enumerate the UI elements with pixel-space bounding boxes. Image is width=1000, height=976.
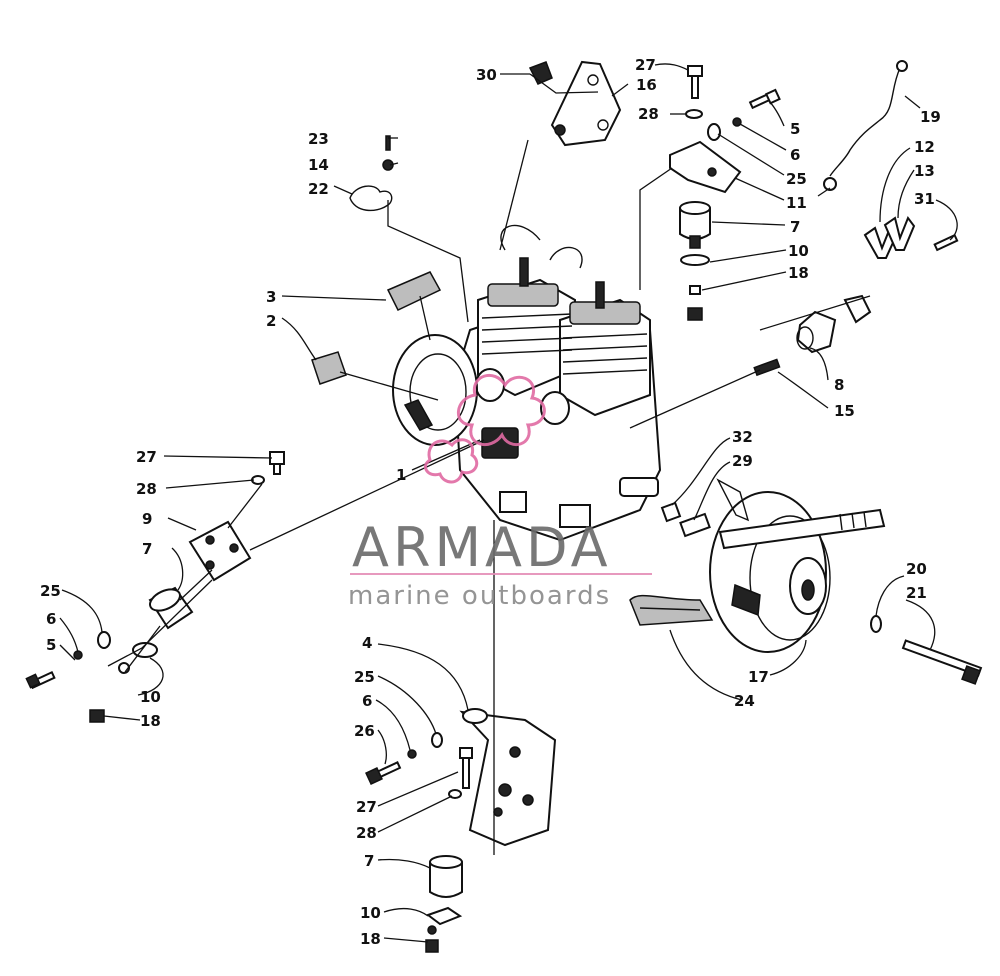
- callout-3: 3: [266, 288, 276, 306]
- part-20-washer: [870, 615, 882, 633]
- callout-26: 26: [354, 722, 375, 740]
- callout-21: 21: [906, 584, 927, 602]
- part-32-spacer: [660, 501, 682, 523]
- callout-19: 19: [920, 108, 941, 126]
- callout-5: 5: [46, 636, 56, 654]
- callout-31: 31: [914, 190, 935, 208]
- callout-25: 25: [354, 668, 375, 686]
- part-18-nut-top: [687, 285, 703, 321]
- callout-10: 10: [140, 688, 161, 706]
- callout-16: 16: [636, 76, 657, 94]
- callout-27: 27: [136, 448, 157, 466]
- part-6-lockwasher-left: [73, 650, 83, 660]
- callout-28: 28: [638, 105, 659, 123]
- callout-17: 17: [748, 668, 769, 686]
- part-29-bushing: [679, 512, 711, 538]
- callout-27: 27: [356, 798, 377, 816]
- armada-watermark: ARMADA marine outboards: [348, 374, 652, 611]
- watermark-name: ARMADA: [352, 516, 612, 579]
- part-30-clip: [528, 61, 553, 85]
- part-22-clamp: [349, 185, 393, 212]
- callout-1: 1: [396, 466, 406, 484]
- part-6-lockwasher-top: [732, 117, 742, 127]
- callout-10: 10: [360, 904, 381, 922]
- callout-8: 8: [834, 376, 844, 394]
- part-8-coupler: [796, 294, 872, 354]
- part-18-nut-left: [89, 662, 130, 723]
- callout-10: 10: [788, 242, 809, 260]
- callout-14: 14: [308, 156, 329, 174]
- part-14-clip: [382, 159, 394, 171]
- part-27-bolt-top: [687, 65, 703, 99]
- callout-7: 7: [142, 540, 152, 558]
- part-25-washer-left: [97, 631, 111, 649]
- callout-11: 11: [786, 194, 807, 212]
- part-5-bolt-top: [748, 88, 781, 110]
- callout-13: 13: [914, 162, 935, 180]
- part-27-bolt-left: [269, 451, 285, 475]
- callout-28: 28: [356, 824, 377, 842]
- part-26-bolt: [365, 761, 402, 785]
- part-17-drive-clutch: [709, 478, 831, 653]
- callout-2: 2: [266, 312, 276, 330]
- part-25-washer-bottom: [431, 732, 443, 748]
- part-7-mount-bottom: [429, 855, 463, 898]
- engine-block: [392, 224, 662, 542]
- part-7-mount-top: [679, 201, 711, 249]
- callout-7: 7: [364, 852, 374, 870]
- part-24-drive-belt: [629, 508, 886, 626]
- callout-5: 5: [790, 120, 800, 138]
- callout-25: 25: [786, 170, 807, 188]
- leader-lines: [59, 63, 958, 943]
- callout-24: 24: [734, 692, 755, 710]
- callout-6: 6: [46, 610, 56, 628]
- part-3-decal: [386, 271, 442, 311]
- part-15-stud: [753, 358, 781, 377]
- callout-6: 6: [362, 692, 372, 710]
- callout-9: 9: [142, 510, 152, 528]
- part-18-nut-bottom: [425, 925, 439, 953]
- part-10-washer-bottom: [425, 906, 463, 926]
- part-2-decal: [311, 351, 347, 385]
- callout-30: 30: [476, 66, 497, 84]
- callout-28: 28: [136, 480, 157, 498]
- part-10-washer-top: [680, 254, 710, 266]
- callout-23: 23: [308, 130, 329, 148]
- part-19-wire: [823, 60, 908, 191]
- callout-labels: 30 16 27 28 5 6 25 11 7 10 18 19 12 13 3…: [40, 56, 941, 948]
- callout-27: 27: [635, 56, 656, 74]
- callout-12: 12: [914, 138, 935, 156]
- part-9-plate: [188, 520, 252, 582]
- callout-32: 32: [732, 428, 753, 446]
- callout-7: 7: [790, 218, 800, 236]
- callout-18: 18: [360, 930, 381, 948]
- callout-6: 6: [790, 146, 800, 164]
- callout-29: 29: [732, 452, 753, 470]
- callout-20: 20: [906, 560, 927, 578]
- part-4-engine-bracket: [459, 708, 557, 847]
- part-6-lockwasher-bottom: [407, 749, 417, 759]
- part-16-bracket: [550, 60, 622, 147]
- callout-22: 22: [308, 180, 329, 198]
- part-27-bolt-bottom: [459, 747, 473, 789]
- callout-15: 15: [834, 402, 855, 420]
- part-12-13-terminals: [863, 215, 916, 259]
- part-23-pin: [385, 135, 391, 151]
- part-25-washer-top: [707, 123, 721, 141]
- part-31-screw: [933, 233, 959, 252]
- callout-25: 25: [40, 582, 61, 600]
- part-11-mount-plate: [669, 140, 742, 194]
- callout-18: 18: [140, 712, 161, 730]
- callout-4: 4: [362, 634, 372, 652]
- armada-logo: [424, 374, 546, 484]
- part-5-bolt-left: [25, 670, 56, 690]
- part-28-washer-top: [685, 109, 703, 119]
- callout-18: 18: [788, 264, 809, 282]
- part-21-bolt: [901, 639, 983, 685]
- watermark-tagline: marine outboards: [348, 581, 611, 611]
